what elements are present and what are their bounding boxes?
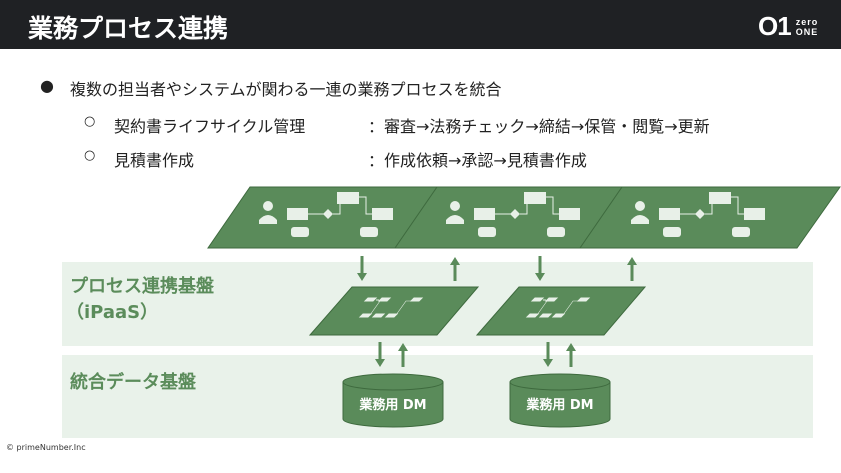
sub-bullet-detail: ：作成依頼→承認→見積書作成	[368, 151, 587, 170]
ipaas-label: プロセス連携基盤	[70, 276, 214, 297]
sub-bullet-dot: ○	[84, 148, 96, 163]
arrow-up-icon	[625, 255, 639, 283]
ipaas-label-sub: （iPaaS）	[66, 302, 159, 323]
bullet-main: 複数の担当者やシステムが関わる一連の業務プロセスを統合	[70, 80, 502, 99]
logo-sub-1: zero	[795, 16, 819, 27]
arrow-down-icon	[541, 340, 555, 369]
datamart-label: 業務用 DM	[525, 397, 593, 413]
arrow-down-icon	[533, 254, 547, 283]
datamart-label: 業務用 DM	[358, 397, 426, 413]
sub-bullet-dot: ○	[84, 114, 96, 129]
sub-bullet-label: 見積書作成	[114, 151, 195, 170]
page-title: 業務プロセス連携	[28, 14, 229, 43]
arrow-down-icon	[373, 340, 387, 369]
bullet-dot: ●	[40, 76, 54, 95]
process-plane-3	[579, 186, 841, 249]
arrow-up-icon	[396, 341, 410, 369]
logo-sub-2: ONE	[795, 26, 819, 37]
arrow-up-icon	[564, 341, 578, 369]
ipaas-hub-2	[476, 286, 646, 336]
sub-bullet-detail: ：審査→法務チェック→締結→保管・閲覧→更新	[368, 117, 710, 136]
arrow-up-icon	[448, 255, 462, 283]
arrow-down-icon	[355, 254, 369, 283]
ipaas-hub-1	[309, 286, 479, 336]
sub-bullet-label: 契約書ライフサイクル管理	[114, 117, 306, 136]
copyright: © primeNumber.Inc	[6, 443, 86, 452]
data-platform-label: 統合データ基盤	[70, 372, 196, 393]
logo-mark: O1	[758, 11, 792, 41]
